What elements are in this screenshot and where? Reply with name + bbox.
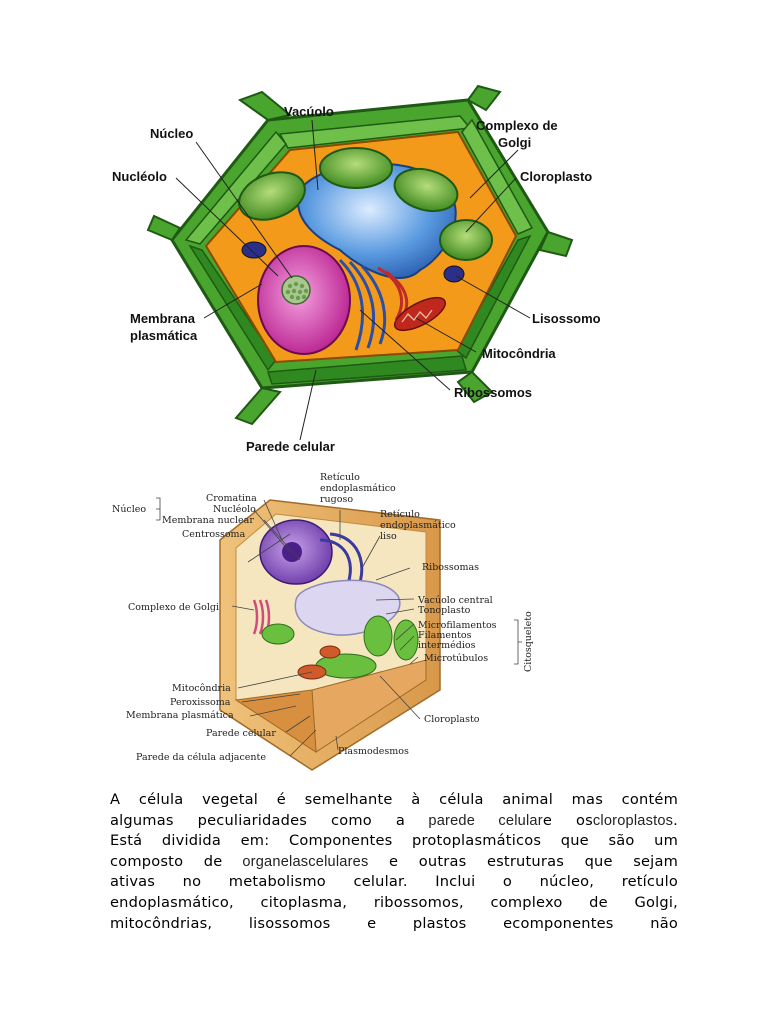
- label-vacuolo: Vacúolo: [284, 104, 334, 119]
- label-ribossomos: Ribossomos: [454, 385, 532, 400]
- plant-cell-3d-diagram: Retículo endoplasmático rugoso Núcleo Cr…: [112, 472, 534, 771]
- label-complexo-golgi-3d: Complexo de Golgi: [128, 602, 219, 613]
- chloroplast-3d: [261, 623, 295, 645]
- text-line-3: Está dividida em: Componentes protoplasm…: [110, 832, 678, 850]
- text-line-1: A célula vegetal é semelhante à célula a…: [110, 790, 678, 811]
- chloroplast-3d: [393, 619, 419, 661]
- label-cloroplasto: Cloroplasto: [520, 169, 592, 184]
- text-span: A célula vegetal: [110, 791, 259, 808]
- leader-lines: [175, 119, 531, 441]
- label-tonoplasto: Tonoplasto: [418, 605, 471, 616]
- text-span: cloroplastos: [592, 812, 674, 829]
- text-span: algumas peculiaridades como a: [110, 811, 406, 829]
- label-re-liso-3: liso: [380, 531, 397, 542]
- label-nucleolo: Nucléolo: [112, 169, 167, 184]
- plant-cell-diagram: Vacúolo Núcleo Complexo de Golgi Nucléol…: [112, 84, 601, 454]
- text-span: organelascelulares: [222, 853, 369, 870]
- nucleolus-granules: [285, 281, 309, 301]
- chloroplast: [439, 219, 493, 261]
- nucleus-bracket: [156, 497, 161, 521]
- chloroplast-3d: [363, 615, 393, 657]
- endoplasmic-reticulum: [338, 258, 387, 351]
- chloroplast: [393, 167, 459, 213]
- text-line-7: mitocôndrias, lisossomos e plastos ecomp…: [110, 914, 678, 932]
- text-line-5: ativas no metabolismo celular. Inclui o …: [110, 873, 678, 891]
- label-membrana-1: Membrana: [130, 311, 196, 326]
- label-golgi-2: Golgi: [498, 135, 531, 150]
- text-span: é semelhante à célula animal mas contém: [258, 791, 679, 808]
- label-citosqueleto: Citosqueleto: [523, 611, 534, 672]
- label-centrossoma: Centrossoma: [182, 529, 246, 540]
- mitochondrion-cristae: [401, 309, 433, 323]
- label-mitocondria: Mitocôndria: [482, 346, 556, 361]
- text-span: parede celular: [405, 812, 543, 829]
- label-re-liso-2: endoplasmático: [380, 520, 456, 531]
- label-re-rugoso-2: endoplasmático: [320, 483, 396, 494]
- lysosome: [241, 241, 267, 259]
- label-nucleolo-3d: Nucléolo: [213, 504, 256, 515]
- text-line-6: endoplasmático, citoplasma, ribossomos, …: [110, 893, 678, 911]
- label-microtubulos: Microtúbulos: [424, 653, 488, 664]
- label-re-rugoso-1: Retículo: [320, 472, 360, 483]
- label-vacuolo-central: Vacúolo central: [417, 595, 493, 606]
- label-mitocondria-3d: Mitocôndria: [172, 683, 231, 694]
- label-filamentos-2: intermédios: [418, 640, 476, 651]
- label-re-liso-1: Retículo: [380, 509, 420, 520]
- chloroplast: [319, 147, 393, 189]
- label-parede-adjacente: Parede da célula adjacente: [136, 752, 266, 763]
- leader-lines-3d: [231, 499, 421, 757]
- label-parede-celular-3d: Parede celular: [206, 728, 276, 739]
- text-span: e os: [542, 811, 593, 829]
- label-peroxissoma: Peroxissoma: [170, 697, 231, 708]
- cytoskeleton-bracket: [514, 619, 522, 665]
- text-span: e outras estruturas que sejam: [368, 852, 678, 870]
- label-cloroplasto-3d: Cloroplasto: [424, 714, 480, 725]
- label-parede: Parede celular: [246, 439, 335, 454]
- label-lisossomo: Lisossomo: [532, 311, 601, 326]
- label-membrana-2: plasmática: [130, 328, 198, 343]
- text-line-2: algumas peculiaridades como a parede cel…: [110, 811, 678, 832]
- label-re-rugoso-3: rugoso: [320, 494, 353, 505]
- label-golgi-1: Complexo de: [476, 118, 558, 133]
- label-plasmodesmos: Plasmodesmos: [338, 746, 409, 757]
- text-span: composto de: [110, 852, 223, 870]
- description-paragraph: A célula vegetal é semelhante à célula a…: [110, 790, 678, 934]
- label-membrana-plasmatica-3d: Membrana plasmática: [126, 710, 234, 721]
- label-nucleo-3d: Núcleo: [112, 504, 146, 515]
- mitochondrion-3d: [319, 645, 341, 659]
- text-line-4: composto de organelascelulares e outras …: [110, 852, 678, 873]
- chloroplast: [238, 171, 306, 221]
- label-nucleo: Núcleo: [150, 126, 193, 141]
- label-membrana-nuclear: Membrana nuclear: [162, 515, 254, 526]
- label-cromatina: Cromatina: [206, 493, 257, 504]
- label-filamentos-1: Filamentos: [418, 630, 472, 641]
- text-span: .: [673, 811, 678, 829]
- label-ribossomas: Ribossomas: [422, 562, 479, 573]
- label-microfilamentos: Microfilamentos: [418, 620, 497, 631]
